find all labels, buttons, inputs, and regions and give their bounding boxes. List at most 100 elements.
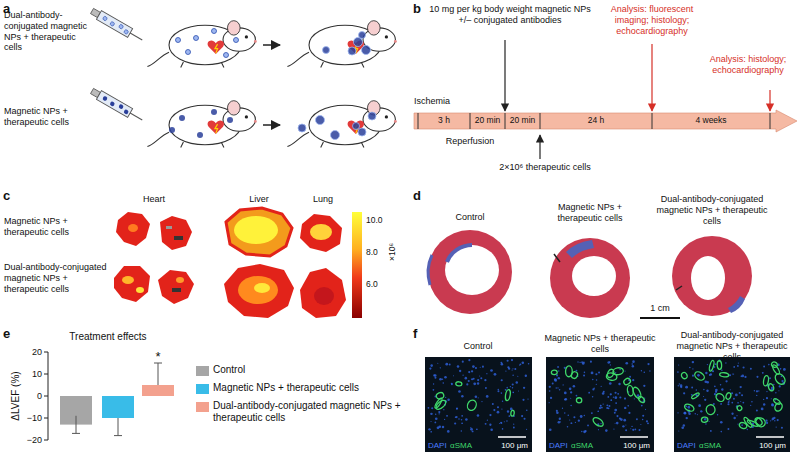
micrograph bbox=[614, 412, 616, 414]
micrograph bbox=[546, 357, 654, 452]
micrograph bbox=[456, 408, 457, 409]
fluorescence-image bbox=[166, 226, 172, 229]
micrograph bbox=[697, 414, 698, 415]
duration-label: 24 h bbox=[588, 116, 605, 125]
micrograph bbox=[609, 382, 612, 385]
micrograph bbox=[457, 365, 460, 368]
micrograph bbox=[434, 377, 436, 379]
error-bar bbox=[154, 363, 162, 385]
micrograph bbox=[677, 360, 786, 433]
micrograph bbox=[630, 428, 631, 429]
micrograph bbox=[451, 383, 453, 385]
micrograph bbox=[750, 405, 751, 406]
micrograph bbox=[445, 397, 446, 398]
micrograph bbox=[472, 365, 475, 368]
micrograph bbox=[485, 423, 487, 425]
micrograph bbox=[634, 429, 636, 431]
micrograph bbox=[584, 415, 585, 416]
heart-section bbox=[550, 238, 630, 318]
micrograph bbox=[634, 398, 635, 399]
micrograph bbox=[433, 389, 435, 391]
micrograph bbox=[438, 413, 439, 414]
micrograph bbox=[721, 370, 722, 371]
micrograph bbox=[689, 367, 691, 369]
micrograph bbox=[783, 368, 786, 371]
micrograph bbox=[431, 407, 433, 409]
micrograph bbox=[606, 404, 608, 406]
mouse-illustration bbox=[323, 47, 330, 54]
micrograph bbox=[607, 361, 610, 364]
micrograph bbox=[475, 367, 477, 369]
scale-tick: 6.0 bbox=[366, 279, 378, 289]
micrograph bbox=[521, 415, 523, 417]
micrograph bbox=[610, 399, 612, 401]
heart-section bbox=[445, 245, 499, 295]
micrograph bbox=[625, 429, 627, 431]
mouse-illustration bbox=[169, 109, 233, 138]
micrograph bbox=[468, 371, 470, 373]
fluorescence-image bbox=[116, 212, 150, 246]
micrograph bbox=[771, 404, 774, 407]
micrograph bbox=[468, 380, 470, 382]
micrograph bbox=[522, 399, 524, 401]
scale-bar bbox=[640, 317, 680, 319]
micrograph bbox=[430, 413, 432, 415]
fluorescence-image bbox=[128, 224, 138, 232]
micrograph bbox=[644, 372, 646, 374]
mouse-illustration bbox=[176, 29, 239, 58]
micrograph bbox=[629, 376, 631, 378]
micrograph bbox=[580, 415, 583, 418]
micrograph bbox=[559, 389, 561, 391]
axis-tick: 0 bbox=[37, 391, 42, 402]
micrograph bbox=[590, 361, 592, 363]
micrograph bbox=[624, 371, 625, 372]
micrograph bbox=[465, 418, 468, 421]
micrograph bbox=[703, 396, 704, 397]
micrograph bbox=[610, 393, 612, 395]
micrograph bbox=[647, 363, 649, 365]
micrograph bbox=[773, 372, 787, 386]
micrograph bbox=[554, 378, 557, 381]
panel-letter: e bbox=[3, 326, 10, 342]
micrograph bbox=[517, 376, 518, 377]
micrograph bbox=[598, 371, 600, 373]
micrograph bbox=[706, 389, 708, 391]
micrograph bbox=[625, 424, 626, 425]
micrograph bbox=[727, 403, 729, 405]
duration-label: 20 min bbox=[475, 116, 501, 125]
micrograph bbox=[505, 389, 511, 401]
micrograph bbox=[707, 364, 708, 365]
fluorescence-image bbox=[224, 264, 294, 318]
micrograph bbox=[480, 367, 481, 368]
micrograph bbox=[512, 387, 513, 388]
micrograph bbox=[455, 416, 457, 418]
duration-label: 20 min bbox=[510, 116, 536, 125]
heart-section bbox=[728, 296, 745, 313]
micrograph bbox=[645, 409, 646, 410]
micrograph bbox=[691, 392, 700, 399]
micrograph bbox=[623, 377, 632, 386]
micrograph bbox=[508, 368, 510, 370]
micrograph bbox=[506, 387, 508, 389]
micrograph bbox=[557, 366, 559, 368]
duration-label: 4 weeks bbox=[695, 116, 726, 125]
fluorescence-image bbox=[114, 208, 346, 318]
micrograph bbox=[471, 378, 473, 380]
micrograph bbox=[475, 396, 478, 399]
micrograph bbox=[512, 368, 513, 369]
micrograph bbox=[765, 419, 767, 421]
micrograph bbox=[739, 392, 741, 394]
micrograph bbox=[733, 373, 734, 374]
micrograph bbox=[780, 368, 782, 370]
mouse-illustration bbox=[123, 109, 129, 115]
group-label: Magnetic NPs + therapeutic cells bbox=[4, 106, 96, 128]
micrograph bbox=[433, 383, 434, 384]
micrograph bbox=[762, 372, 764, 374]
micrograph bbox=[681, 426, 684, 429]
micrograph bbox=[740, 386, 742, 388]
micrograph bbox=[687, 406, 690, 409]
micrograph bbox=[677, 412, 678, 413]
heart-section bbox=[447, 245, 472, 262]
mouse-illustration bbox=[362, 46, 371, 55]
micrograph bbox=[680, 386, 682, 388]
